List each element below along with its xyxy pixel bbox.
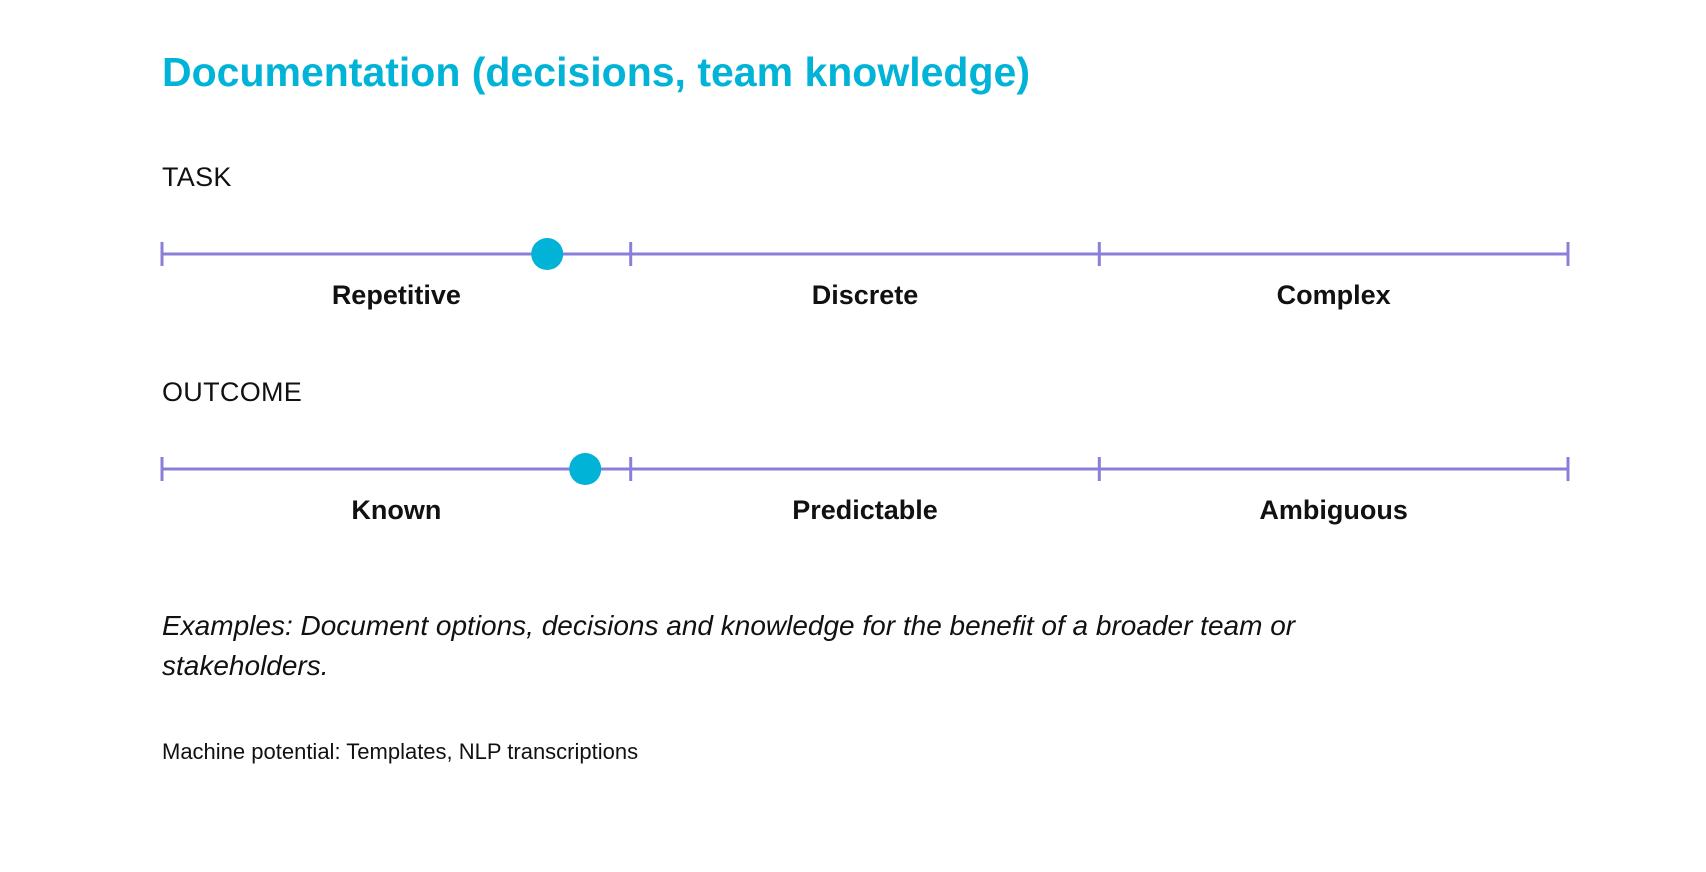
task-marker[interactable] xyxy=(531,238,564,270)
outcome-marker[interactable] xyxy=(569,453,602,485)
task-scale xyxy=(160,234,1570,274)
machine-potential-text: Machine potential: Templates, NLP transc… xyxy=(162,739,639,764)
task-scale-track xyxy=(160,238,1570,270)
task-segment-complex: Complex xyxy=(1276,280,1391,310)
task-segment-discrete: Discrete xyxy=(811,280,919,310)
outcome-segment-known: Known xyxy=(351,495,442,525)
outcome-segment-predictable: Predictable xyxy=(792,495,938,525)
outcome-scale xyxy=(160,449,1570,489)
outcome-scale-track xyxy=(160,453,1570,485)
examples-text: Examples: Document options, decisions an… xyxy=(162,610,1296,681)
task-label: TASK xyxy=(162,162,232,192)
outcome-scale-labels: Known Predictable Ambiguous xyxy=(162,493,1568,527)
task-scale-labels: Repetitive Discrete Complex xyxy=(162,278,1568,312)
task-segment-repetitive: Repetitive xyxy=(331,280,461,310)
outcome-segment-ambiguous: Ambiguous xyxy=(1259,495,1408,525)
outcome-label: OUTCOME xyxy=(162,377,303,407)
page-title: Documentation (decisions, team knowledge… xyxy=(162,49,1030,95)
